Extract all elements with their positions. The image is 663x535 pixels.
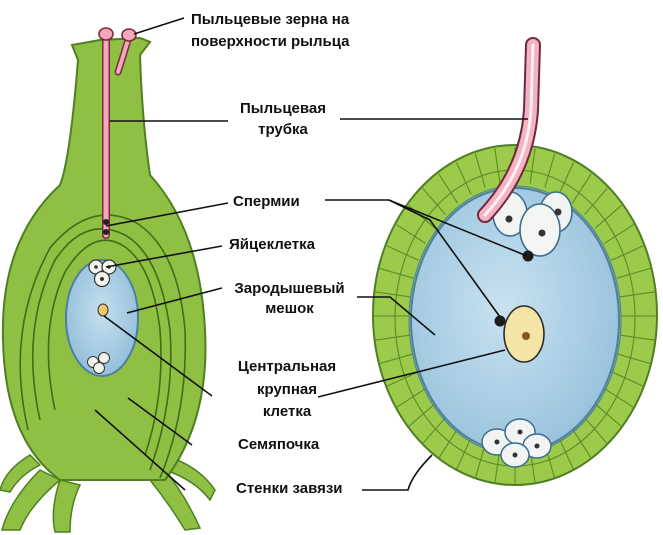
- egg-cell-enlarged: [519, 203, 561, 257]
- cell-wall: [379, 353, 414, 365]
- cell-wall: [616, 267, 651, 279]
- cell-wall: [474, 444, 486, 479]
- cell-wall: [611, 371, 644, 387]
- label-ovule: Семяпочка: [238, 436, 320, 453]
- ovary-base-strands: [0, 454, 216, 533]
- sperm-cell-1: [522, 250, 534, 262]
- sperm-cell-2: [494, 315, 506, 327]
- cell-wall: [619, 291, 655, 298]
- label-pollen-tube-line1: Пыльцевая: [239, 100, 327, 117]
- label-sperm: Спермии: [233, 193, 300, 210]
- cell-wall: [611, 245, 644, 261]
- antipodal-cells: [87, 352, 110, 374]
- label-egg-cell: Яйцеклетка: [229, 236, 315, 253]
- embryo-sac: [65, 259, 139, 377]
- cell-wall: [422, 416, 447, 445]
- cell-wall: [455, 437, 472, 470]
- leader-lines: [94, 17, 528, 491]
- cell-wall: [571, 428, 592, 459]
- cell-wall: [583, 416, 608, 445]
- cell-wall: [375, 291, 411, 298]
- cell-wall: [375, 334, 411, 341]
- ovule-enlarged: [372, 37, 658, 486]
- cell-wall: [396, 224, 427, 245]
- cell-wall: [571, 173, 592, 204]
- cell-wall: [422, 187, 447, 216]
- cell-wall: [603, 224, 634, 245]
- sperm-cell-left: [103, 219, 109, 225]
- cell-wall: [603, 387, 634, 408]
- antipodal-cells-enlarged: [481, 418, 552, 468]
- cell-wall: [558, 162, 575, 195]
- central-cell-nucleus: [97, 303, 109, 317]
- cell-wall: [594, 403, 622, 428]
- label-embryo-sac-line1: Зародышевый: [234, 280, 345, 297]
- label-pollen-tube-line2: трубка: [258, 121, 308, 138]
- cell-wall: [438, 173, 459, 204]
- cell-wall: [619, 334, 655, 341]
- label-central-cell-line3: клетка: [262, 403, 312, 420]
- label-pollen-grains-line2: поверхности рыльца: [191, 33, 350, 50]
- cell-wall: [529, 148, 536, 184]
- cell-wall: [386, 371, 419, 387]
- cell-wall: [386, 245, 419, 261]
- cell-wall: [558, 437, 575, 470]
- cell-wall: [408, 403, 436, 428]
- cell-wall: [616, 353, 651, 365]
- cell-wall: [494, 148, 501, 184]
- cell-wall: [379, 267, 414, 279]
- label-embryo-sac-line2: мешок: [265, 300, 314, 317]
- cell-wall: [396, 387, 427, 408]
- label-ovary-wall: Стенки завязи: [236, 480, 343, 497]
- cell-wall: [583, 187, 608, 216]
- cell-wall: [594, 204, 622, 229]
- label-central-cell-line2: крупная: [256, 381, 318, 398]
- cell-wall: [474, 153, 486, 188]
- integument-lines: [19, 214, 187, 479]
- label-central-cell-line1: Центральная: [237, 358, 337, 375]
- cell-wall: [438, 428, 459, 459]
- pollen-grains-left: [98, 27, 137, 76]
- label-pollen-grains-line1: Пыльцевые зерна на: [191, 11, 350, 28]
- cell-wall: [455, 162, 472, 195]
- pistil-body: [1, 36, 207, 481]
- cell-wall: [544, 153, 556, 188]
- pistil-cross-section: [0, 27, 216, 533]
